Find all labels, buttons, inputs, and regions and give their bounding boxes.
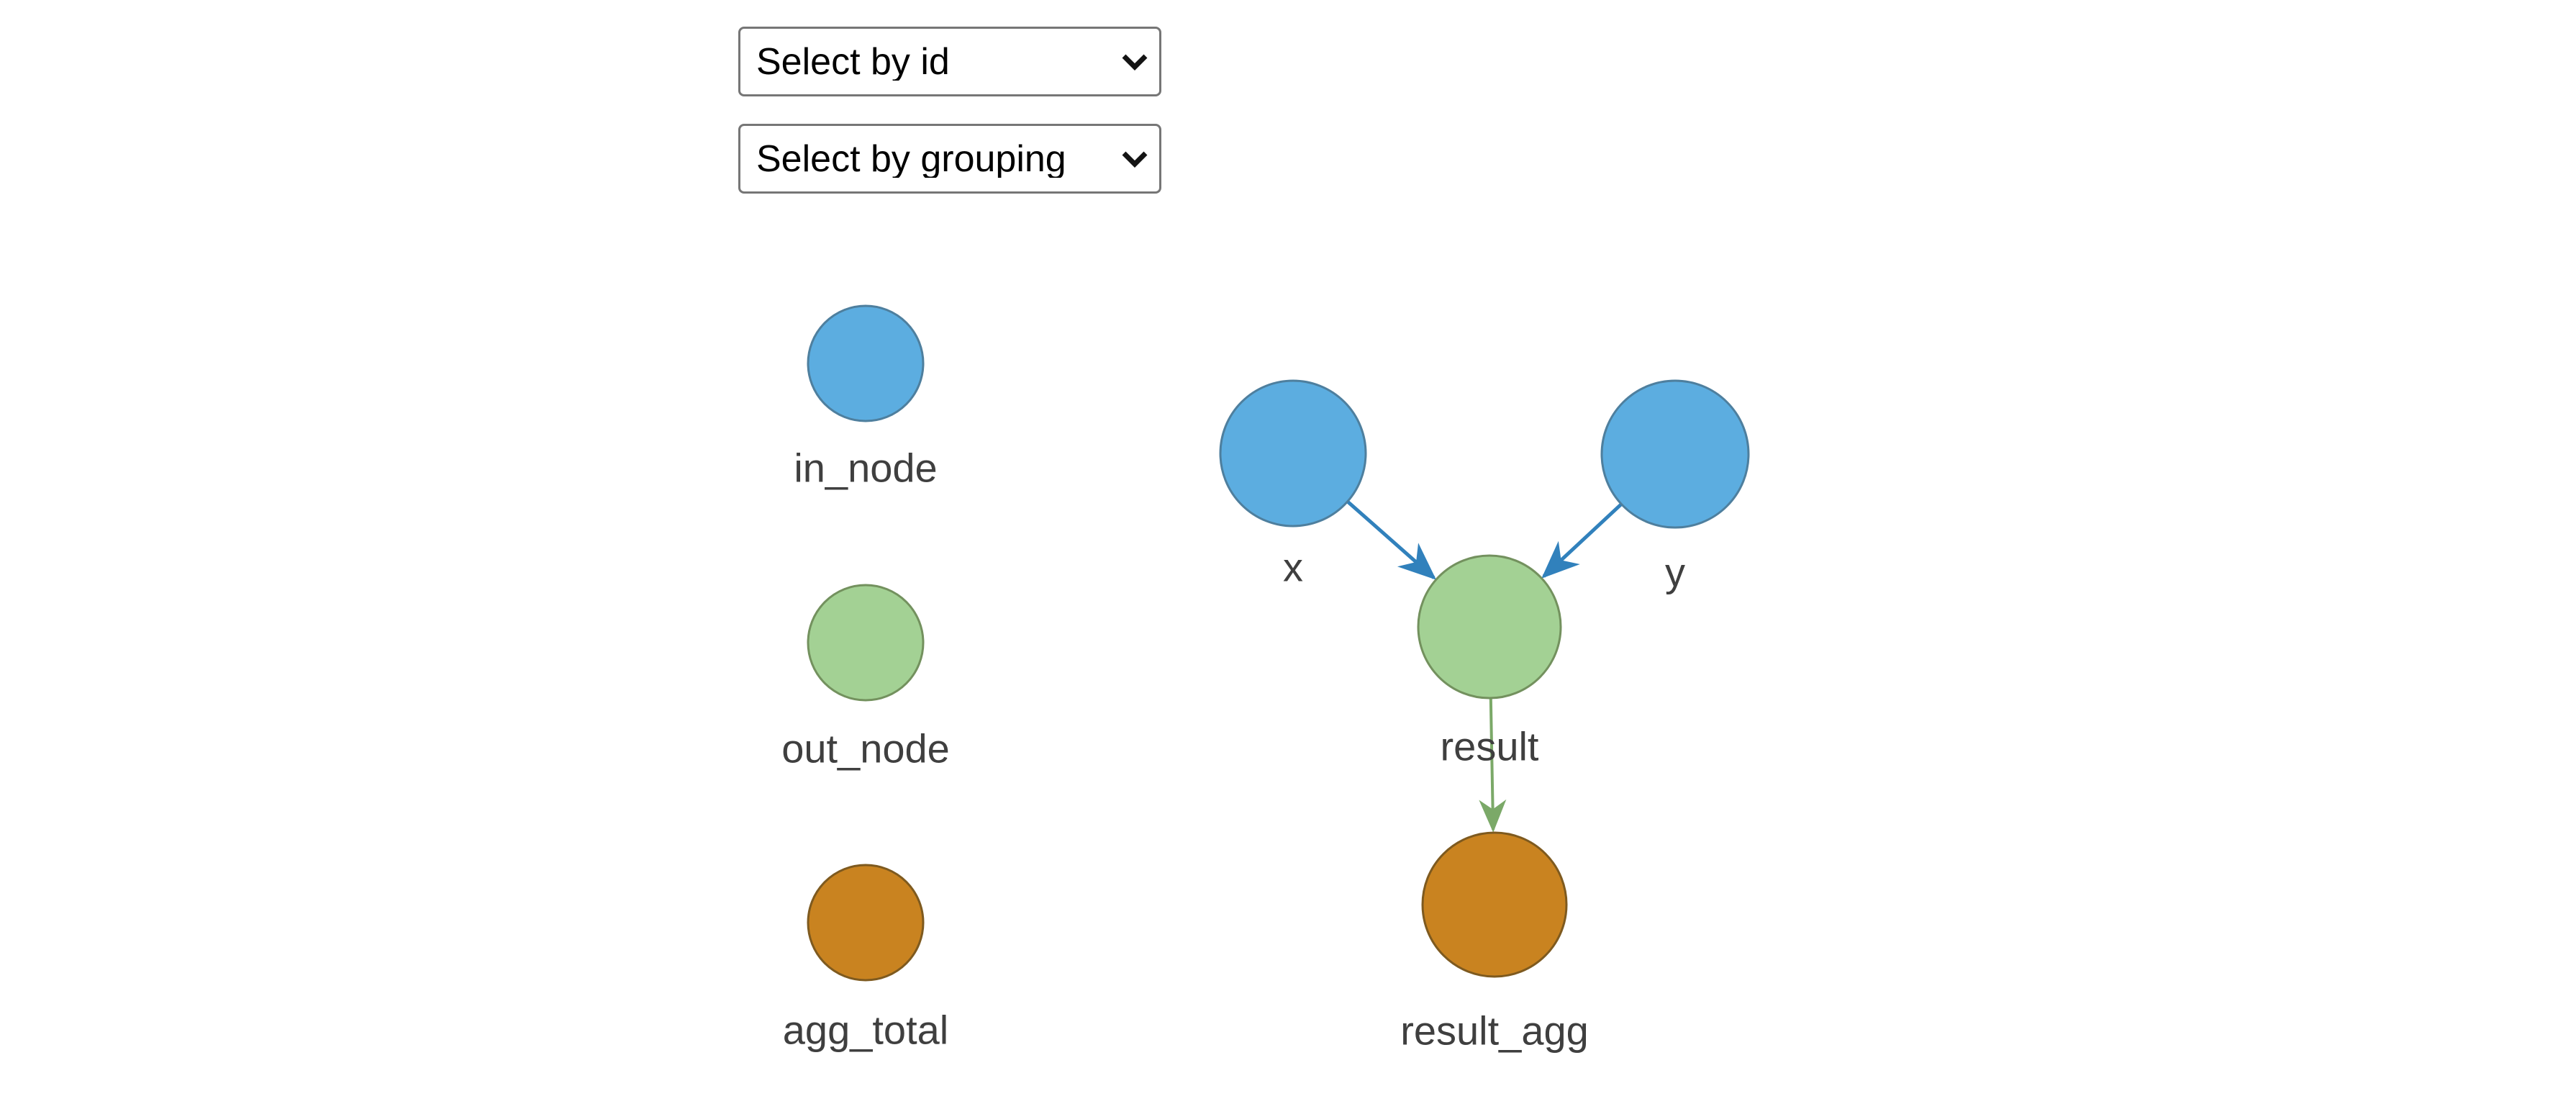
legend-swatch-out_node xyxy=(807,584,925,702)
graph-node-y-label: y xyxy=(1665,550,1685,595)
edges-layer xyxy=(1346,499,1623,833)
graph-node-x[interactable] xyxy=(1219,379,1367,528)
legend-swatch-out_node-label: out_node xyxy=(781,726,950,771)
select-by-id-wrapper: Select by id xyxy=(738,27,1161,96)
legend-swatch-agg_total xyxy=(807,864,925,982)
edge-x-to-result xyxy=(1346,499,1437,580)
graph-node-result-label: result xyxy=(1441,724,1539,769)
select-by-grouping-wrapper: Select by grouping xyxy=(738,124,1161,194)
graph-node-result_agg-label: result_agg xyxy=(1400,1008,1589,1054)
legend-swatch-in_node-label: in_node xyxy=(794,445,937,491)
edge-y-to-result xyxy=(1541,502,1623,579)
legend-swatch-agg_total-label: agg_total xyxy=(783,1008,948,1053)
graph-node-y[interactable] xyxy=(1600,379,1750,529)
graph-node-x-label: x xyxy=(1283,545,1303,590)
edge-result-to-result_agg xyxy=(1479,697,1507,833)
graph-node-result_agg[interactable] xyxy=(1421,831,1568,978)
select-by-grouping[interactable]: Select by grouping xyxy=(738,124,1161,194)
graph-node-result[interactable] xyxy=(1417,554,1562,700)
legend-swatch-in_node xyxy=(807,304,925,422)
select-by-id[interactable]: Select by id xyxy=(738,27,1161,96)
nodes-layer xyxy=(807,304,1750,982)
labels-layer: x y result result_agg in_node out_node agg_tot… xyxy=(781,445,1685,1054)
